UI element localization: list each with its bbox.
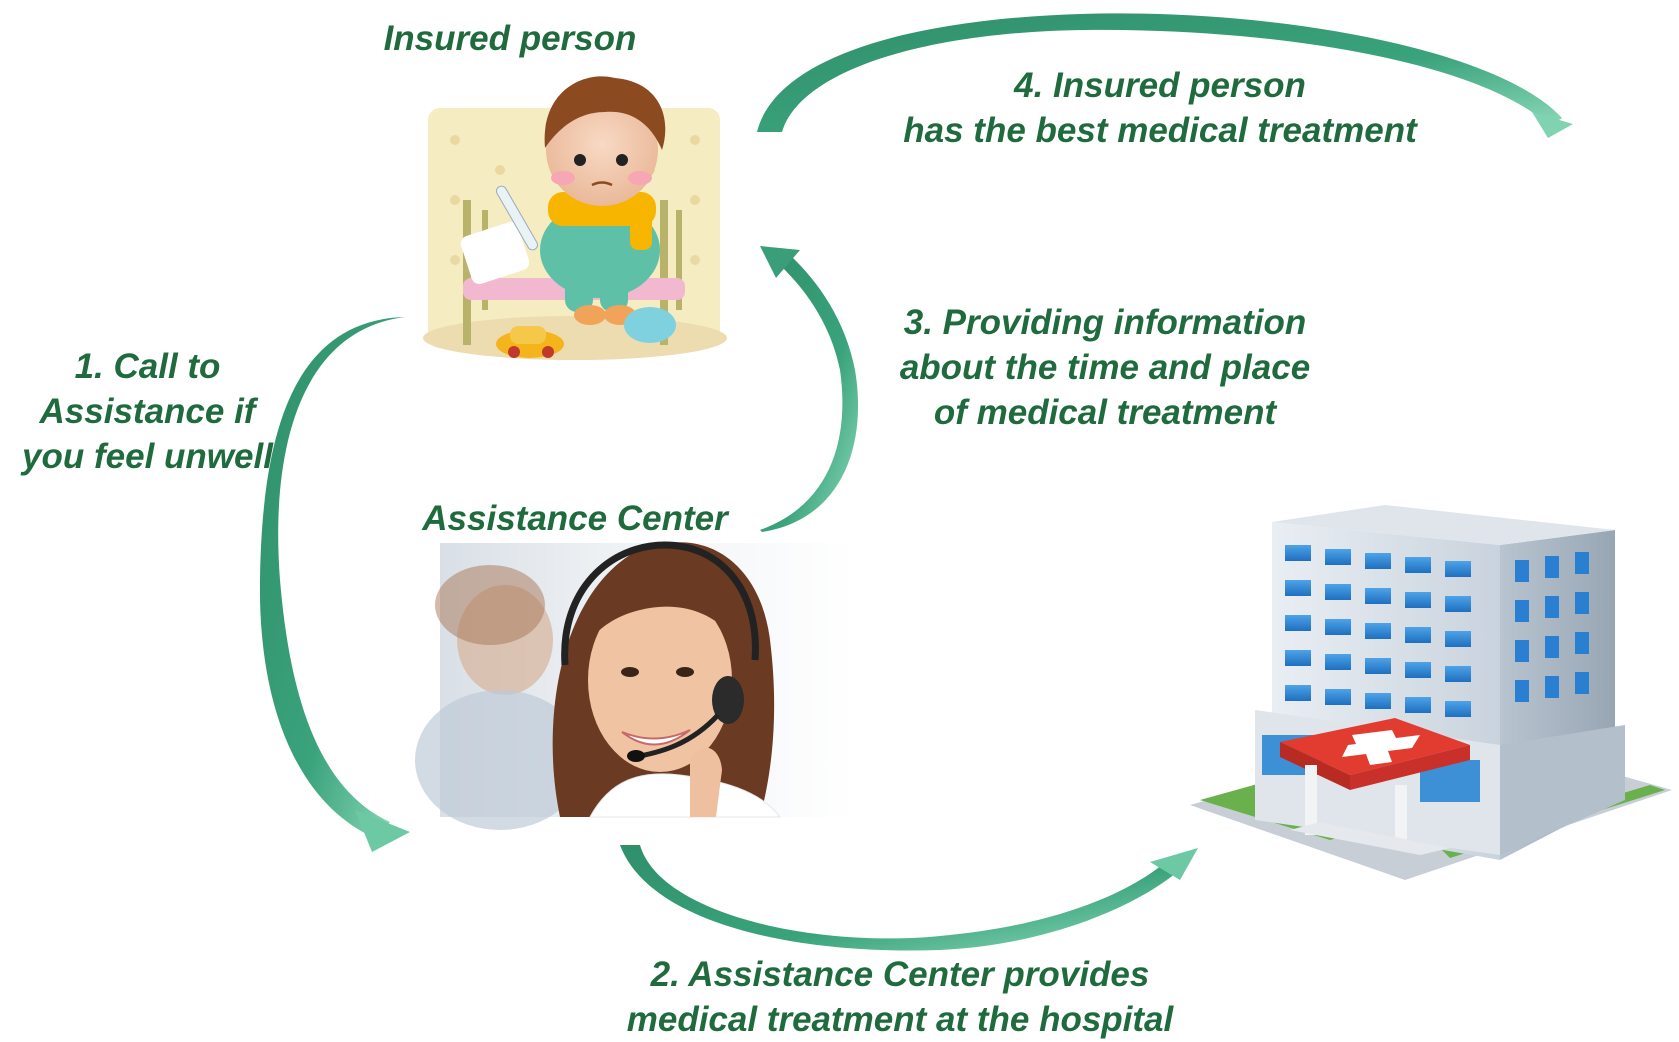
insured-person-label: Insured person: [360, 16, 660, 61]
arrow-step1: [259, 317, 410, 852]
step1-label: 1. Call to Assistance if you feel unwell: [0, 344, 295, 479]
step4-label: 4. Insured person has the best medical t…: [860, 63, 1460, 153]
step3-label: 3. Providing information about the time …: [845, 300, 1365, 435]
hospital-building-illustration: [1190, 505, 1672, 880]
assistance-center-text: Assistance Center: [422, 499, 728, 538]
step1-line1: 1. Call to: [74, 347, 221, 386]
step2-line2: medical treatment at the hospital: [626, 1000, 1174, 1039]
step3-line2: about the time and place: [899, 348, 1311, 387]
arrow-step4: [757, 13, 1573, 138]
step3-line1: 3. Providing information: [903, 303, 1307, 342]
step3-line3: of medical treatment: [933, 393, 1277, 432]
arrow-step3: [760, 246, 859, 532]
sick-child-illustration: [423, 76, 727, 360]
assistance-center-label: Assistance Center: [395, 496, 755, 541]
step1-line3: you feel unwell: [22, 437, 273, 476]
step1-line2: Assistance if: [39, 392, 256, 431]
step2-line1: 2. Assistance Center provides: [650, 955, 1150, 994]
step4-line2: has the best medical treatment: [903, 111, 1417, 150]
call-center-photo: [415, 541, 854, 830]
step2-label: 2. Assistance Center provides medical tr…: [580, 952, 1220, 1042]
insured-person-text: Insured person: [383, 19, 637, 58]
arrow-step2: [620, 845, 1198, 951]
step4-line1: 4. Insured person: [1014, 66, 1306, 105]
